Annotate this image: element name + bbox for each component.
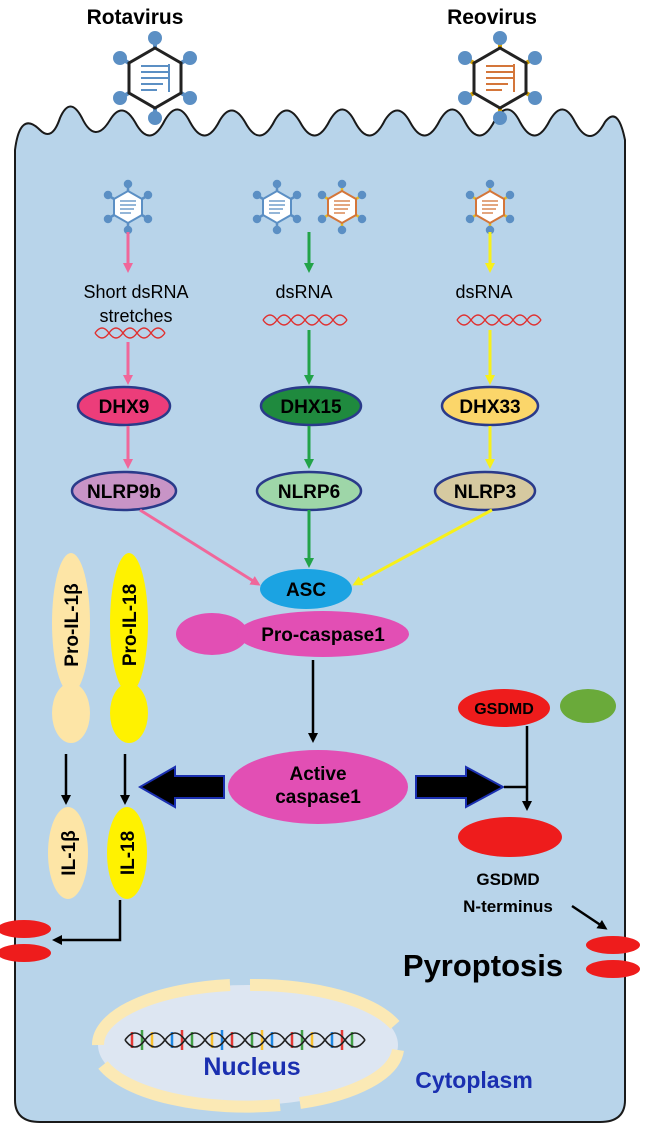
arrow-il18-to-pore bbox=[52, 900, 122, 945]
arrow-nlrp9b-to-asc bbox=[139, 508, 261, 586]
pro-il18-node bbox=[110, 553, 148, 693]
nlrp6-label: NLRP6 bbox=[278, 482, 340, 503]
gsdmd-n-terminus-label-line2: N-terminus bbox=[463, 897, 553, 916]
dsrna-helix-icon-left bbox=[94, 327, 166, 339]
il18-label: IL-18 bbox=[118, 831, 139, 875]
active-caspase1-label-line2: caspase1 bbox=[275, 787, 361, 808]
reovirus-label: Reovirus bbox=[447, 6, 537, 29]
dhx9-node bbox=[76, 385, 172, 427]
pro-caspase1-prodomain bbox=[176, 613, 248, 655]
il1b-node bbox=[48, 807, 88, 899]
arrow-nlrp3-to-asc bbox=[352, 508, 493, 586]
dhx33-label: DHX33 bbox=[459, 397, 520, 418]
block-arrow-left bbox=[137, 765, 225, 809]
dsrna-label-middle: dsRNA bbox=[275, 282, 332, 302]
pro-il18-label: Pro-IL-18 bbox=[120, 584, 141, 666]
asc-node bbox=[260, 569, 352, 609]
dsrna-helix-icon-right bbox=[456, 314, 542, 326]
dhx9-label: DHX9 bbox=[99, 397, 150, 418]
active-caspase1-label-line1: Active bbox=[289, 764, 346, 785]
rotavirus-small-icon-left bbox=[103, 179, 153, 235]
nlrp9b-label: NLRP9b bbox=[87, 482, 161, 503]
gsdmd-n-terminus-label-line1: GSDMD bbox=[476, 870, 539, 889]
il1b-label: IL-1β bbox=[59, 830, 80, 875]
dhx15-label: DHX15 bbox=[280, 397, 342, 418]
active-caspase1-node bbox=[228, 750, 408, 824]
pro-il18-prodomain bbox=[110, 683, 148, 743]
nucleus bbox=[91, 978, 404, 1113]
dsrna-helix-icon-middle bbox=[262, 314, 348, 326]
dna-helix-icon bbox=[124, 1030, 366, 1050]
arrow-n-terminus-to-pore bbox=[571, 904, 608, 930]
pro-caspase1-node bbox=[237, 611, 409, 657]
nlrp9b-node bbox=[70, 470, 178, 512]
pro-il1b-node bbox=[52, 553, 90, 693]
dhx33-node bbox=[440, 385, 540, 427]
pro-il1b-label: Pro-IL-1β bbox=[62, 583, 83, 666]
gsdmd-n-terminus-node bbox=[458, 817, 562, 857]
nucleus-label: Nucleus bbox=[203, 1053, 300, 1081]
dsrna-label-right: dsRNA bbox=[455, 282, 512, 302]
gsdmd-c-terminus bbox=[560, 689, 616, 723]
reovirus-small-icon-middle bbox=[317, 179, 367, 235]
gsdmd-node bbox=[458, 689, 550, 727]
cytoplasm-label: Cytoplasm bbox=[415, 1067, 533, 1093]
nlrp3-node bbox=[433, 470, 537, 512]
short-dsrna-label-line1: Short dsRNA bbox=[83, 282, 188, 302]
reovirus-small-icon-right bbox=[465, 179, 515, 235]
pro-caspase1-label: Pro-caspase1 bbox=[261, 625, 385, 646]
pyroptosis-label: Pyroptosis bbox=[403, 948, 563, 983]
rotavirus-icon bbox=[113, 31, 197, 125]
gsdmd-pore-right bbox=[586, 936, 640, 978]
gsdmd-label: GSDMD bbox=[474, 701, 534, 718]
asc-label: ASC bbox=[286, 580, 326, 601]
reovirus-icon bbox=[458, 31, 542, 125]
il18-node bbox=[107, 807, 147, 899]
block-arrow-right bbox=[415, 765, 506, 809]
gsdmd-pore-left bbox=[0, 920, 51, 962]
nlrp3-label: NLRP3 bbox=[454, 482, 516, 503]
pro-il1b-prodomain bbox=[52, 683, 90, 743]
short-dsrna-label-line2: stretches bbox=[99, 306, 172, 326]
rotavirus-label: Rotavirus bbox=[87, 6, 184, 29]
dhx15-node bbox=[259, 385, 363, 427]
rotavirus-small-icon-middle bbox=[252, 179, 302, 235]
